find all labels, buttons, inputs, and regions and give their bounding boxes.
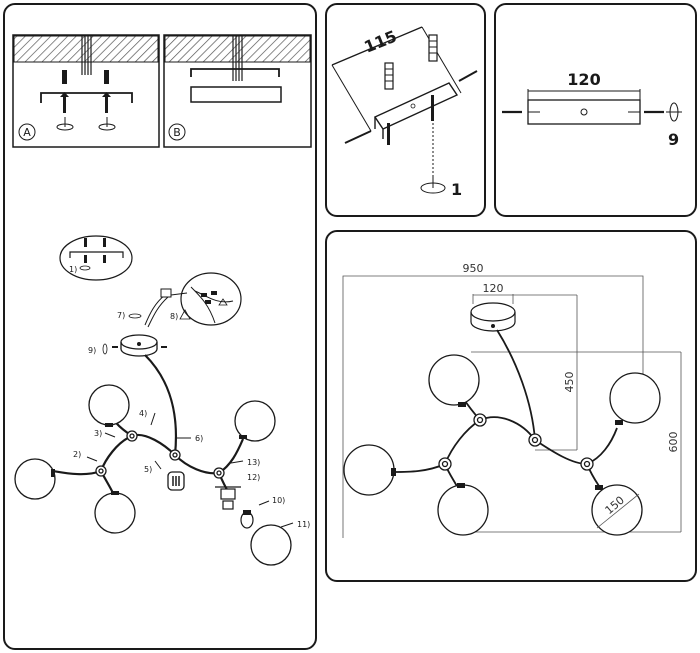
mounting-inset: 1)	[59, 235, 133, 281]
ceiling-wires	[81, 36, 92, 75]
canopy-assembly: 9)	[88, 334, 167, 357]
width-dimension: 950	[463, 262, 484, 275]
supply-wires	[144, 288, 188, 328]
glass-globes	[14, 384, 292, 566]
dimensions-diagram: 950 120 450 600	[342, 262, 682, 538]
dimensions-panel: 950 120 450 600	[325, 230, 697, 582]
subpanel-b: B	[163, 34, 312, 148]
mounting-bracket	[190, 68, 280, 77]
subpanel-b-label: B	[173, 126, 181, 139]
arm-joints	[438, 413, 594, 471]
assembly-diagram: A B 1)	[12, 34, 312, 566]
assembly-panel: A B 1)	[3, 3, 317, 650]
lampholder-exploded	[215, 486, 254, 529]
height-dimension: 450	[563, 372, 576, 393]
bracket-step-number: 1	[451, 180, 462, 199]
canopy	[470, 302, 516, 332]
step-13-label: 13)	[247, 458, 260, 467]
canopy-panel: 120 9	[494, 3, 697, 217]
ceiling-wires	[232, 36, 243, 81]
side-screws	[344, 70, 478, 144]
chandelier-arms	[52, 418, 245, 498]
wall-anchor	[384, 34, 438, 90]
tool-icons	[86, 412, 294, 528]
step-7-marker: 7)	[117, 311, 142, 320]
step-12-label: 12)	[247, 473, 260, 482]
globe-collars	[51, 423, 247, 495]
canopy-step-number: 9	[668, 130, 679, 149]
screw-icon	[387, 95, 434, 145]
arm-joints	[95, 430, 225, 479]
step-11-label: 11)	[297, 520, 310, 529]
connector-icon	[167, 471, 185, 491]
bracket-diagram: 115 1	[331, 26, 478, 199]
step-3-label: 3)	[94, 429, 102, 438]
step-5-label: 5)	[144, 465, 152, 474]
bracket-panel: 115 1	[325, 3, 486, 217]
step-7-label: 7)	[117, 311, 125, 320]
step-6-label: 6)	[195, 434, 203, 443]
canopy-diagram: 120 9	[502, 70, 682, 149]
step-8-label: 8)	[170, 312, 178, 321]
step-10-label: 10)	[272, 496, 285, 505]
canopy-width-dimension: 120	[483, 282, 504, 295]
globe-collars	[391, 402, 623, 490]
rotate-icon	[56, 117, 116, 131]
rotate-icon	[420, 175, 446, 194]
mounting-bracket	[40, 92, 133, 103]
subpanel-a: A	[12, 34, 160, 148]
wall-plug	[62, 70, 109, 84]
total-height-dimension: 600	[667, 432, 680, 453]
mounting-bracket	[373, 82, 459, 130]
central-stem	[144, 354, 177, 456]
subpanel-a-label: A	[23, 126, 31, 139]
step-8-marker: 8)	[170, 309, 191, 321]
inset-step-label: 1)	[69, 265, 77, 274]
rotate-icon	[666, 102, 682, 122]
step-4-label: 4)	[139, 409, 147, 418]
canopy	[190, 86, 282, 103]
bracket-dimension: 115	[361, 27, 399, 57]
step-2-label: 2)	[73, 450, 81, 459]
screw-icon	[60, 92, 111, 113]
glass-globes	[343, 354, 661, 536]
step-9-label: 9)	[88, 346, 96, 355]
canopy-dimension: 120	[567, 70, 600, 89]
wiring-inset	[180, 272, 242, 326]
dimension-lines	[342, 275, 682, 538]
